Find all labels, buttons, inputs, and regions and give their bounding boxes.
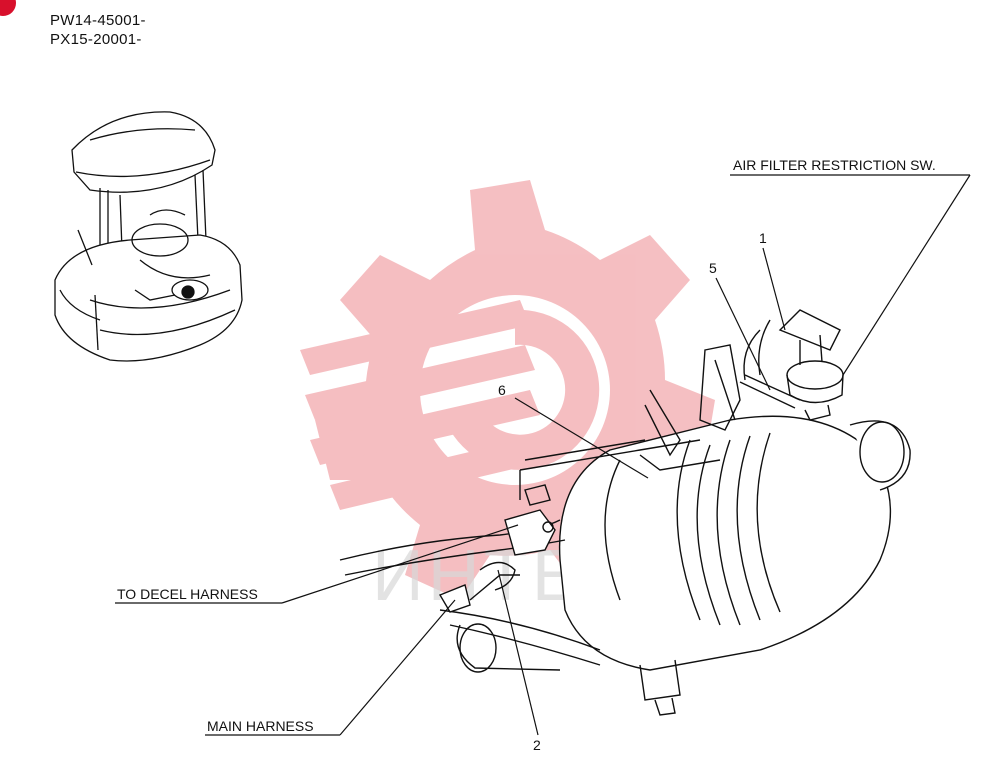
- callout-5: 5: [709, 260, 717, 276]
- corner-badge-icon: [0, 0, 16, 16]
- serial-range-1: PW14-45001-: [50, 12, 146, 29]
- label-air-filter-restriction-sw: AIR FILTER RESTRICTION SW.: [733, 157, 936, 173]
- callout-1: 1: [759, 230, 767, 246]
- leader-lines: [115, 174, 971, 736]
- serial-range-2: PX15-20001-: [50, 31, 142, 48]
- label-main-harness: MAIN HARNESS: [207, 718, 314, 734]
- label-to-decel-harness: TO DECEL HARNESS: [117, 586, 258, 602]
- machine-overview-inset: [54, 111, 243, 362]
- callout-6: 6: [498, 382, 506, 398]
- air-cleaner-assembly: [339, 309, 911, 716]
- callout-2: 2: [533, 737, 541, 753]
